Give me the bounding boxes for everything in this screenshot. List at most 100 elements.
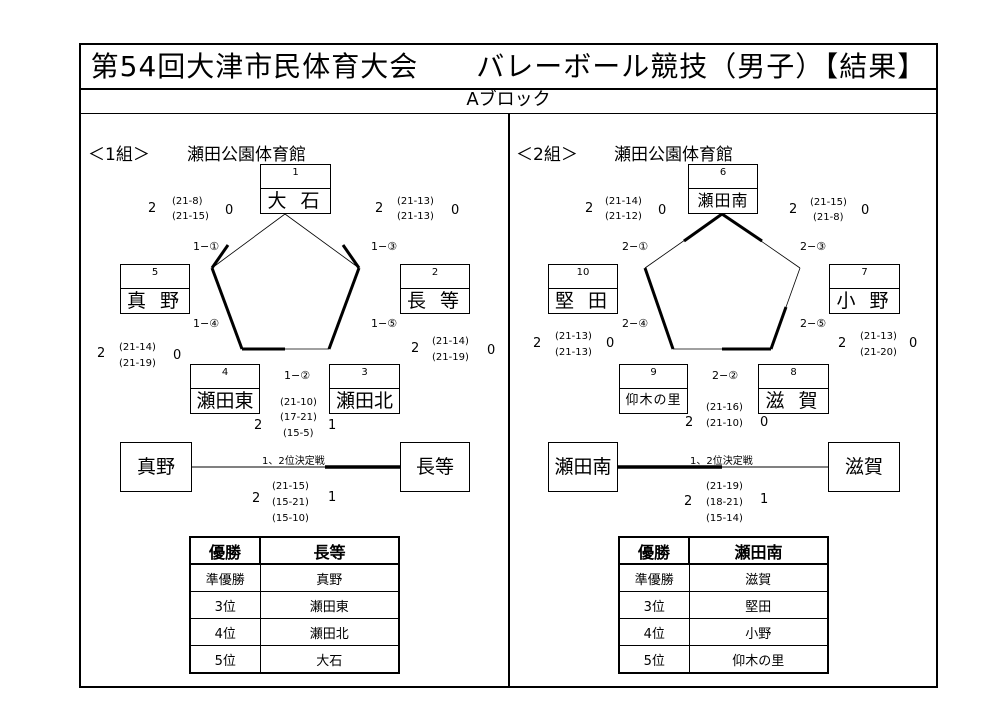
g2-final-set: (21-19) <box>706 481 743 492</box>
table-row: 優勝 長等 <box>189 536 400 565</box>
group1-venue: 瀬田公園体育館 <box>187 145 306 165</box>
g2-score-left: 2 <box>585 201 594 216</box>
g2-final-right-score: 1 <box>760 492 769 507</box>
g1-score-right: 1 <box>328 418 337 433</box>
table-row: 5位 大石 <box>189 645 400 674</box>
g2-set-score: (21-16) <box>706 402 743 413</box>
g2-set-score: (21-8) <box>813 212 844 223</box>
g1-edge-2-3 <box>327 267 361 350</box>
g1-set-score: (21-10) <box>280 397 317 408</box>
g2-match-label: 2−① <box>622 240 649 253</box>
g1-match-label: 1−① <box>193 240 220 253</box>
g1-final-right-team: 長等 <box>400 442 470 492</box>
g1-final-set: (15-10) <box>272 513 309 524</box>
block-label: Aブロック <box>466 89 551 110</box>
g2-edge-6-7-win <box>721 212 763 243</box>
g2-final-label: 1、2位決定戦 <box>690 456 753 467</box>
g1-edge-1-5 <box>211 213 286 269</box>
g2-score-left: 2 <box>533 336 542 351</box>
g1-set-score: (21-8) <box>172 196 203 207</box>
table-row: 4位 瀬田北 <box>189 618 400 646</box>
g2-score-left: 2 <box>789 202 798 217</box>
g2-score-right: 0 <box>909 336 918 351</box>
g1-score-right: 0 <box>173 348 182 363</box>
g1-team-2: 2 長 等 <box>400 264 470 314</box>
g1-set-score: (21-19) <box>432 352 469 363</box>
g2-edge-6-10-win <box>683 212 723 243</box>
g1-match-label: 1−② <box>284 369 311 382</box>
g2-set-score: (21-20) <box>860 347 897 358</box>
g2-score-left: 2 <box>838 336 847 351</box>
group2-label: ＜2組＞ <box>516 145 578 165</box>
g2-final-left-score: 2 <box>684 494 693 509</box>
table-row: 3位 瀬田東 <box>189 591 400 619</box>
g1-score-left: 2 <box>375 201 384 216</box>
g1-team-4: 4 瀬田東 <box>190 364 260 414</box>
g1-score-left: 2 <box>97 346 106 361</box>
g2-team-7: 7 小 野 <box>829 264 900 314</box>
g2-edge-10-9 <box>643 267 675 350</box>
g1-score-left: 2 <box>254 418 263 433</box>
table-row: 3位 堅田 <box>618 591 829 619</box>
g1-set-score: (17-21) <box>280 412 317 423</box>
group2-venue: 瀬田公園体育館 <box>614 145 733 165</box>
g1-score-right: 0 <box>225 203 234 218</box>
table-row: 準優勝 滋賀 <box>618 563 829 592</box>
g2-ranking-table: 優勝 瀬田南 準優勝 滋賀 3位 堅田 4位 小野 5位 仰木の里 <box>618 536 829 674</box>
g2-final-set: (15-14) <box>706 513 743 524</box>
g2-team-6: 6 瀬田南 <box>688 164 758 214</box>
g1-team-1: 1 大 石 <box>260 164 331 214</box>
table-row: 5位 仰木の里 <box>618 645 829 674</box>
g1-edge-5-4 <box>210 267 244 350</box>
g1-set-score: (21-14) <box>432 336 469 347</box>
g2-final-set: (18-21) <box>706 497 743 508</box>
block-header-row <box>79 90 938 114</box>
g1-final-right-score: 1 <box>328 490 337 505</box>
g2-set-score: (21-10) <box>706 418 743 429</box>
g2-match-label: 2−② <box>712 369 739 382</box>
g2-set-score: (21-14) <box>605 196 642 207</box>
g2-score-right: 0 <box>760 415 769 430</box>
g1-final-left-score: 2 <box>252 491 261 506</box>
g2-set-score: (21-12) <box>605 211 642 222</box>
g1-set-score: (21-13) <box>397 211 434 222</box>
g1-team-3: 3 瀬田北 <box>329 364 400 414</box>
g2-set-score: (21-13) <box>555 347 592 358</box>
page-title: 第54回大津市民体育大会 バレーボール競技（男子）【結果】 <box>79 43 938 90</box>
g1-set-score: (21-19) <box>119 358 156 369</box>
g2-set-score: (21-13) <box>555 331 592 342</box>
g1-score-left: 2 <box>411 341 420 356</box>
group1-label: ＜1組＞ <box>88 145 150 165</box>
g1-match-label: 1−⑤ <box>371 317 398 330</box>
g2-set-score: (21-15) <box>810 197 847 208</box>
table-row: 準優勝 真野 <box>189 563 400 592</box>
g1-score-left: 2 <box>148 201 157 216</box>
g2-score-right: 0 <box>658 203 667 218</box>
g2-team-8: 8 滋 賀 <box>758 364 829 414</box>
g1-ranking-table: 優勝 長等 準優勝 真野 3位 瀬田東 4位 瀬田北 5位 大石 <box>189 536 400 674</box>
g1-score-right: 0 <box>487 343 496 358</box>
g1-match-label: 1−③ <box>371 240 398 253</box>
g1-final-left-team: 真野 <box>120 442 192 492</box>
table-row: 4位 小野 <box>618 618 829 646</box>
g1-set-score: (15-5) <box>283 428 314 439</box>
table-row: 優勝 瀬田南 <box>618 536 829 565</box>
g2-score-left: 2 <box>685 415 694 430</box>
g2-match-label: 2−④ <box>622 317 649 330</box>
g2-team-10: 10 堅 田 <box>548 264 618 314</box>
g1-team-5: 5 真 野 <box>120 264 190 314</box>
g1-final-label: 1、2位決定戦 <box>262 456 325 467</box>
g1-final-set: (21-15) <box>272 481 309 492</box>
group-divider <box>508 114 510 688</box>
g1-set-score: (21-14) <box>119 342 156 353</box>
g1-score-right: 0 <box>451 203 460 218</box>
g1-set-score: (21-15) <box>172 211 209 222</box>
g2-score-right: 0 <box>861 203 870 218</box>
g2-team-9: 9 仰木の里 <box>619 364 688 414</box>
g2-final-left-team: 瀬田南 <box>548 442 618 492</box>
g1-final-set: (15-21) <box>272 497 309 508</box>
g1-edge-1-2 <box>284 213 360 269</box>
g1-match-label: 1−④ <box>193 317 220 330</box>
g2-edge-7-8-win <box>769 306 788 350</box>
